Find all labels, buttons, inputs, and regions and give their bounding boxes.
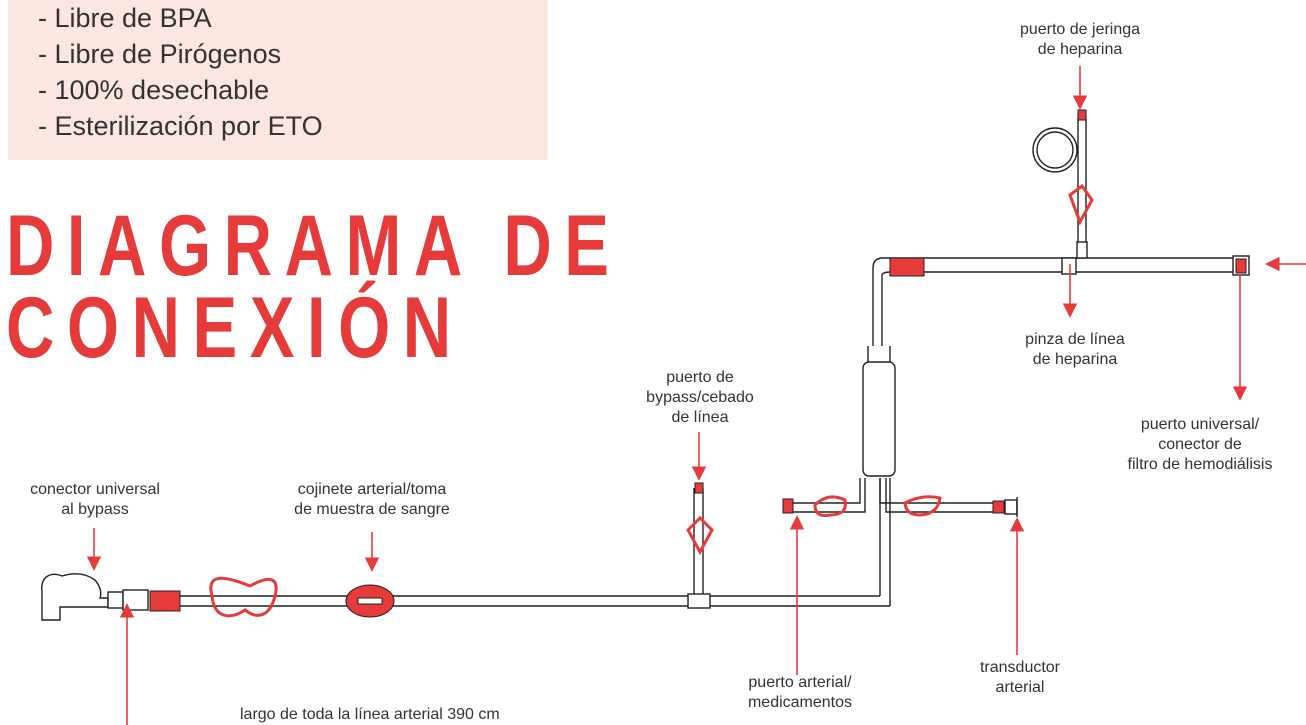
label-universal-connector: conector universal al bypass [30, 481, 160, 518]
label-arterial-transducer: transductor arterial [979, 659, 1061, 696]
feature-item: - Libre de BPA [38, 3, 212, 33]
label-bypass-priming-port: puerto de bypass/cebado de línea [646, 369, 754, 426]
label-heparin-clamp: pinza de línea de heparina [1025, 331, 1125, 368]
label-universal-port: puerto universal/ conector de filtro de … [1127, 416, 1273, 473]
label-total-length: largo de toda la línea arterial 390 cm [240, 706, 500, 723]
label-arterial-med-port: puerto arterial/ medicamentos [747, 674, 853, 711]
riser-tube [879, 478, 891, 606]
label-heparin-syringe-port: puerto de jeringa de heparina [1019, 21, 1141, 58]
features-box: - Libre de BPA - Libre de Pirógenos - 10… [8, 0, 548, 160]
label-arterial-pillow: cojinete arterial/toma de muestra de san… [294, 481, 450, 518]
large-clamp [209, 576, 278, 618]
features-list: - Libre de BPA - Libre de Pirógenos - 10… [8, 0, 548, 144]
title-line-1: DIAGRAMA DE [6, 198, 622, 294]
feature-item: - Esterilización por ETO [38, 111, 323, 141]
title-line-2: CONEXIÓN [6, 280, 464, 376]
feature-item: - Libre de Pirógenos [38, 39, 282, 69]
heparin-coil [1032, 127, 1078, 173]
red-upper-connector [889, 257, 925, 277]
red-connector [149, 590, 181, 612]
page-title: DIAGRAMA DE CONEXIÓN [6, 203, 622, 371]
upper-t-junction [1061, 257, 1077, 275]
lower-t-junction [687, 593, 711, 609]
feature-item: - 100% desechable [38, 75, 270, 105]
drip-chamber [862, 361, 896, 477]
main-tube [150, 595, 890, 607]
